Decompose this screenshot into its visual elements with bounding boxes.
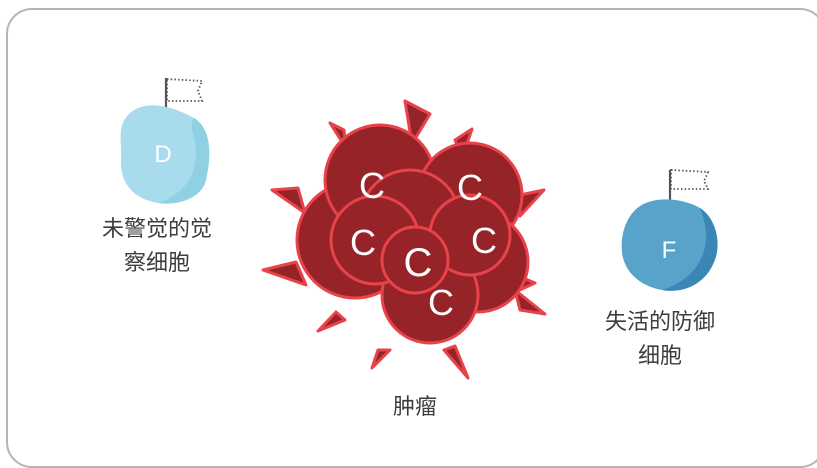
tumor-cell-letter: C [457,167,483,208]
cell-d-body [120,105,210,204]
tumor-cell-letter: C [471,220,497,261]
cell-f-body [621,199,718,291]
cell-d-shade [158,118,210,204]
cell-f-caption-line1: 失活的防御 [604,310,715,335]
cell-d-caption: 未警觉的觉 察细胞 [72,213,242,281]
tumor-group: C C C C C C [261,99,547,380]
tumor-caption: 肿瘤 [392,395,437,420]
cell-d-group: D [120,78,210,204]
tumor-cell-letter: C [359,165,385,206]
cell-d-caption-line2: 察细胞 [123,251,190,276]
cell-f-caption: 失活的防御 细胞 [560,306,760,374]
cell-d-letter: D [154,141,171,168]
cell-f-group: F [621,169,718,291]
tumor-cell-letters: C C C C C C [350,165,497,323]
tumor-cell-letter: C [404,241,433,285]
cell-f-shade [662,208,718,291]
cell-d-flag-icon [166,78,204,102]
cell-f-letter: F [662,237,677,264]
cell-d-caption-line1: 未警觉的觉 [101,217,212,242]
cell-f-caption-line2: 细胞 [637,344,682,369]
tumor-cell-letter: C [350,222,376,263]
tumor-lobes [295,123,530,345]
tumor-immune-diagram: D C C C C C C F [120,78,718,380]
tumor-cell-letter: C [428,282,454,323]
cell-f-flag-icon [670,169,710,190]
tumor-lobe-front [380,225,450,295]
